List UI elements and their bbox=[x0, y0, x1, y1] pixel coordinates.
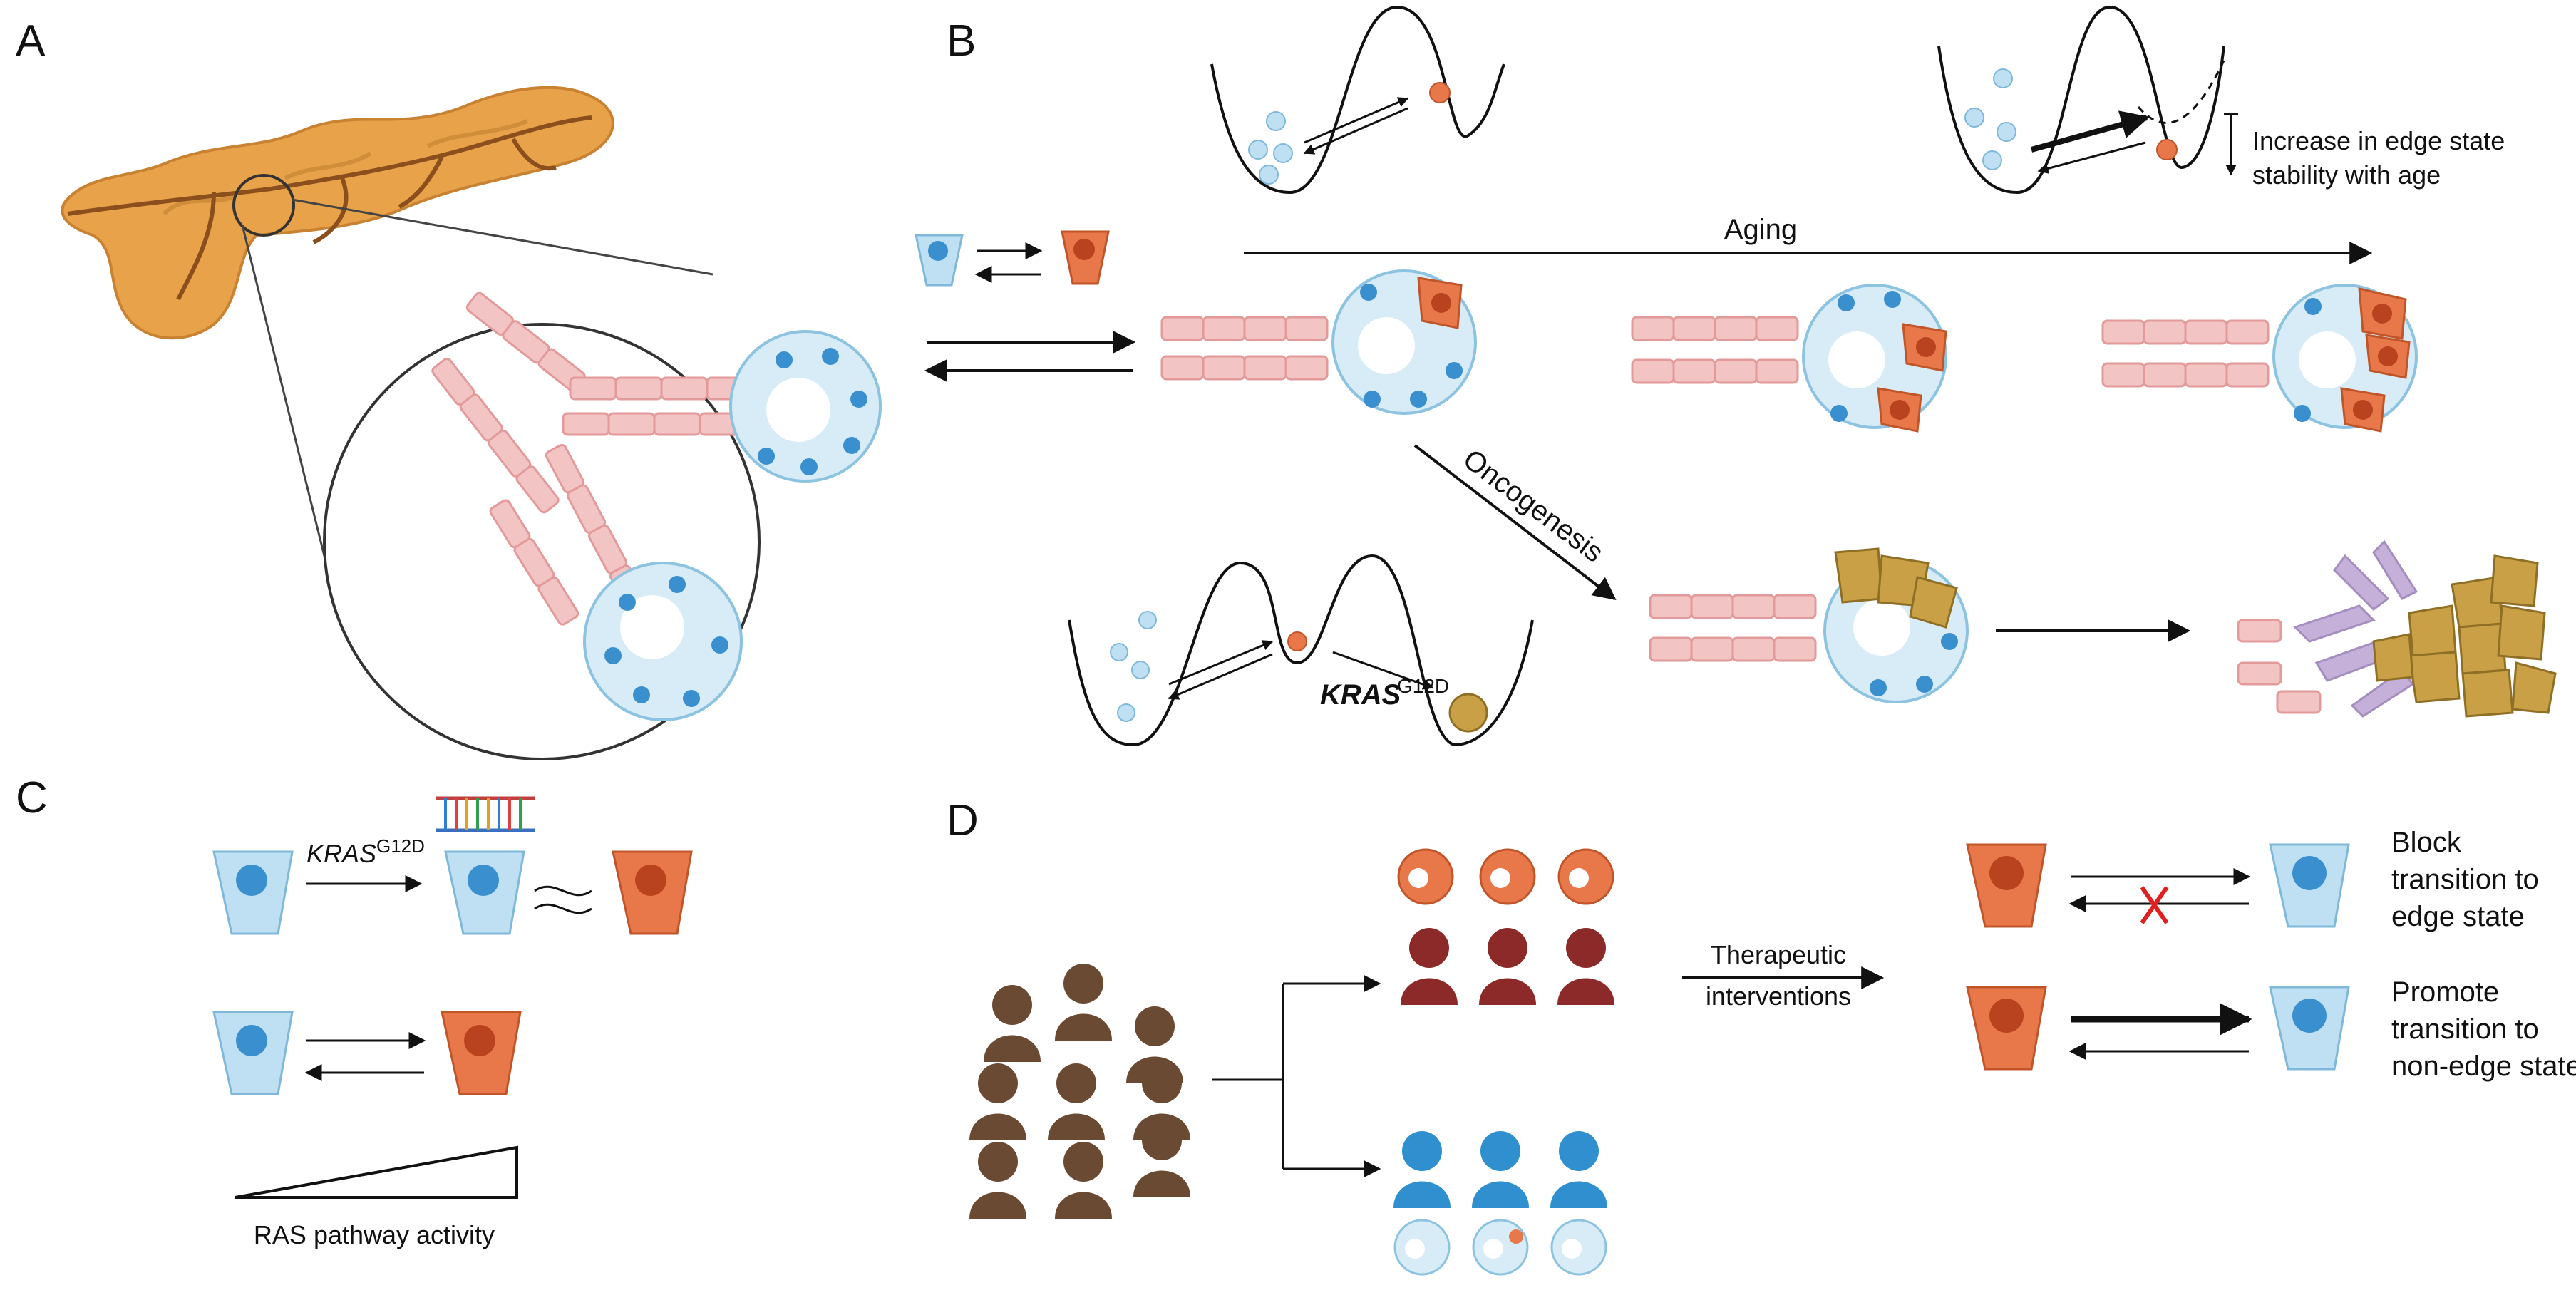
panel-label-c: C bbox=[16, 773, 48, 822]
panel-label-b: B bbox=[947, 16, 976, 66]
energy-landscape-aged bbox=[1937, 5, 2238, 195]
block-x-icon bbox=[2140, 886, 2169, 924]
oncogenesis-arrow bbox=[1413, 444, 1617, 600]
energy-landscape-young bbox=[1210, 5, 1505, 195]
kras-superscript-b: G12D bbox=[1397, 675, 1449, 697]
stability-note-line1: Increase in edge state bbox=[2252, 126, 2505, 155]
acinus-stage-2 bbox=[1631, 284, 1947, 433]
low-risk-group bbox=[1393, 1131, 1607, 1276]
high-risk-group bbox=[1397, 848, 1614, 1005]
tumor-mass bbox=[2237, 540, 2557, 718]
dna-icon bbox=[436, 796, 535, 832]
block-transition-row bbox=[1966, 843, 2350, 928]
zoom-line-right bbox=[292, 198, 713, 276]
cell-equilibrium-b bbox=[915, 230, 1110, 287]
block-label-line3: edge state bbox=[2391, 901, 2525, 932]
acinus-tumor-early bbox=[1649, 547, 1969, 703]
acinus-cluster-zoom-lower bbox=[583, 562, 743, 721]
promote-label-line1: Promote bbox=[2391, 976, 2499, 1008]
therapy-label-line2: interventions bbox=[1706, 981, 1851, 1011]
block-label-line1: Block bbox=[2391, 827, 2462, 858]
kras-gene-label-b: KRAS bbox=[1320, 679, 1401, 711]
branch-arrows bbox=[1212, 975, 1381, 1177]
block-label-line2: transition to bbox=[2391, 864, 2539, 895]
energy-landscape-oncogenic bbox=[1068, 554, 1534, 747]
zoom-circle-small bbox=[232, 174, 295, 237]
acinus-stage-1 bbox=[1160, 269, 1477, 415]
stability-note-line2: stability with age bbox=[2252, 160, 2441, 190]
population-crowd bbox=[969, 964, 1190, 1219]
panel-label-d: D bbox=[947, 796, 979, 845]
promote-label-line3: non-edge state bbox=[2391, 1051, 2576, 1082]
promote-transition-row bbox=[1966, 986, 2350, 1071]
ras-activity-wedge bbox=[235, 1145, 518, 1199]
acinus-cluster-zoom-upper bbox=[729, 330, 882, 483]
kras-superscript-c: G12D bbox=[376, 835, 425, 857]
therapy-label-line1: Therapeutic bbox=[1711, 940, 1846, 969]
zoom-line-left bbox=[241, 225, 326, 557]
promote-label-line2: transition to bbox=[2391, 1013, 2539, 1045]
panel-label-a: A bbox=[16, 16, 46, 66]
oncogenesis-label: Oncogenesis bbox=[1458, 443, 1609, 569]
ras-activity-label: RAS pathway activity bbox=[254, 1220, 495, 1249]
panel-c-top-row bbox=[212, 850, 693, 935]
panel-c-bottom-row bbox=[212, 1011, 522, 1095]
acinus-stage-3 bbox=[2101, 284, 2418, 433]
pancreas-illustration bbox=[61, 86, 614, 340]
kras-gene-label-c: KRAS bbox=[306, 839, 376, 868]
aging-label: Aging bbox=[1724, 214, 1797, 245]
